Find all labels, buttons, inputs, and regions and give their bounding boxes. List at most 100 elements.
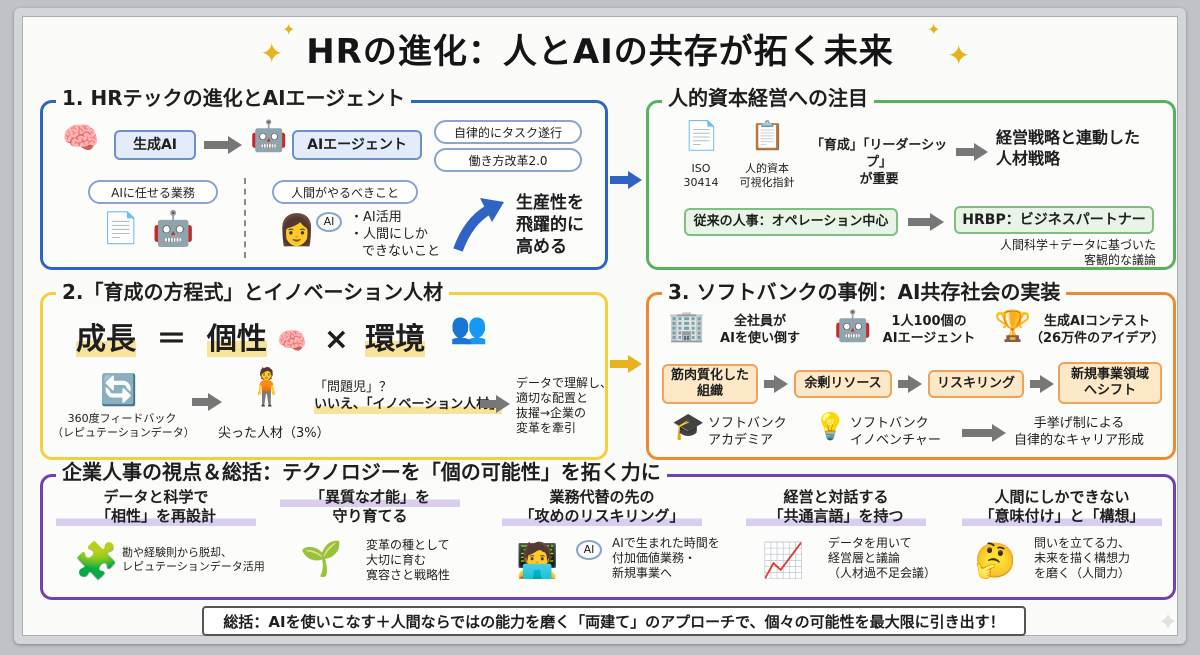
brain-icon: 🧠	[62, 121, 100, 156]
arrow	[898, 380, 910, 388]
arrow-head	[1040, 375, 1054, 393]
thinking-person-icon: 🤔	[974, 541, 1017, 581]
page-title: HRの進化：人とAIの共存が拓く未来	[306, 32, 894, 72]
data-placement-text: データで理解し、 適切な配置と 抜擢→企業の 変革を牽引	[516, 376, 613, 435]
sprout-icon: 🌱	[300, 539, 343, 579]
sharp-talent-label: 尖った人材（3%）	[218, 426, 330, 441]
col3-heading: 業務代替の先の 「攻めのリスキリング」	[502, 488, 702, 526]
arrow	[1030, 380, 1042, 388]
document-icon: 📄	[102, 211, 140, 246]
problem-child-text: 「問題児」？ いいえ、「イノベーション人材」	[314, 380, 503, 414]
summary-bar: 総括：AIを使いこなす＋人間ならではの能力を磨く「両建て」のアプローチで、個々の…	[202, 606, 1026, 636]
certificate-icon: 📋	[750, 119, 785, 152]
col2-desc: 変革の種として 大切に育む 寛容さと戦略性	[366, 538, 451, 582]
human-items: ・AI活用 ・人間にしか できないこと	[350, 210, 441, 259]
all-staff-text: 全社員が AIを使い倒す	[720, 314, 800, 346]
feedback-label: 360度フィードバック （レピュテーションデータ）	[52, 412, 195, 439]
brain-icon: 🧠	[277, 327, 308, 355]
robot-icon: 🤖	[152, 209, 195, 249]
guideline-label: 人的資本 可視化指針	[739, 162, 795, 189]
sparkle-icon: ✦	[282, 20, 296, 39]
col4-heading: 経営と対話する 「共通言語」を持つ	[746, 488, 926, 526]
new-business-box: 新規事業領域 へシフト	[1058, 362, 1162, 404]
presentation-chart-icon: 📈	[762, 541, 805, 581]
career-text: 手挙げ制による 自律的なキャリア形成	[1014, 416, 1145, 448]
puzzle-icon: 🧩	[74, 541, 119, 582]
reskilling-box: リスキリング	[928, 370, 1024, 398]
arrow-head	[208, 393, 222, 411]
keyword-text: 「育成」「リーダーシップ」 が重要	[810, 138, 948, 187]
sparkle-icon: ✦	[260, 37, 284, 70]
sparkle-icon: ✦	[1158, 608, 1179, 636]
section-hrtech-title: 1. HRテックの進化とAIエージェント	[56, 86, 412, 110]
graduation-cap-icon: 🎓	[672, 412, 705, 442]
col5-desc: 問いを立てる力、 未来を描く構想力 を磨く（人間力）	[1034, 536, 1131, 580]
surplus-box: 余剰リソース	[794, 370, 892, 398]
arrow-head	[774, 375, 788, 393]
ai-bubble: AI	[316, 212, 342, 232]
col1-heading: データと科学で 「相性」を再設計	[56, 488, 256, 526]
col3-desc: AIで生まれた時間を 付加価値業務・ 新規事業へ	[612, 536, 720, 580]
cycle-icon: 🔄	[100, 373, 138, 408]
divider	[244, 178, 246, 258]
person-icon: 👩	[278, 213, 316, 248]
arrow-head	[228, 136, 242, 154]
lightbulb-icon: 💡	[814, 412, 847, 442]
delegate-label: AIに任せる業務	[88, 180, 218, 204]
bubble-autonomous: 自律的にタスク遂行	[434, 120, 582, 144]
traditional-hr-box: 従来の人事：オペレーション中心	[684, 208, 898, 236]
col2-heading: 「異質な才能」を 守り育てる	[280, 488, 460, 526]
ai-bubble: AI	[576, 540, 602, 560]
person-spotlight-icon: 🧍	[244, 367, 289, 408]
arrow-head	[992, 424, 1006, 442]
innoventure-text: ソフトバンク イノベンチャー	[850, 416, 941, 448]
whiteboard: ✦ ✦ HRの進化：人とAIの共存が拓く未来 ✦ ✦ 1. HRテックの進化とA…	[14, 8, 1186, 644]
section-softbank-title: 3. ソフトバンクの事例：AI共存社会の実装	[662, 280, 1067, 304]
gen-ai-box: 生成AI	[114, 130, 196, 160]
human-label: 人間がやるべきこと	[272, 180, 418, 204]
col4-desc: データを用いて 経営層と議論 （人材過不足会議）	[828, 536, 937, 580]
arrow-head	[628, 171, 642, 189]
strategy-text: 経営戦略と連動した 人材戦略	[996, 128, 1141, 168]
arrow	[480, 400, 498, 408]
document-icon: 📄	[684, 119, 719, 152]
team-icon: 👥	[450, 311, 488, 346]
arrow-head	[496, 395, 510, 413]
arrow	[908, 218, 932, 226]
arrow	[192, 398, 210, 406]
arrow	[610, 360, 632, 368]
col5-heading: 人間にしかできない 「意味付け」と「構想」	[962, 488, 1162, 526]
arrow-head	[930, 213, 944, 231]
sparkle-icon: ✦	[947, 39, 971, 72]
muscle-org-box: 筋肉質化した 組織	[662, 364, 758, 404]
hrbp-desc: 人間科学＋データに基づいた 客観的な議論	[999, 238, 1156, 267]
arrow	[204, 141, 230, 149]
productivity-text: 生産性を 飛躍的に 高める	[516, 193, 584, 258]
arrow	[610, 176, 632, 184]
section-human-capital-title: 人的資本経営への注目	[662, 86, 874, 110]
arrow-head	[908, 375, 922, 393]
arrow-head	[628, 355, 642, 373]
robot-icon: 🤖	[834, 309, 872, 344]
academia-text: ソフトバンク アカデミア	[708, 416, 787, 448]
sparkle-icon: ✦	[927, 20, 941, 39]
section-perspective-title: 企業人事の視点＆総括：テクノロジーを「個の可能性」を拓く力に	[56, 460, 667, 484]
robot-icon: 🤖	[250, 119, 288, 154]
iso-label: ISO 30414	[683, 162, 719, 189]
section-human-capital	[646, 100, 1176, 270]
person-laptop-icon: 🧑‍💻	[516, 541, 559, 581]
section-perspective	[40, 474, 1176, 600]
arrow	[962, 429, 994, 437]
col1-desc: 勘や経験則から脱却、 レピュテーションデータ活用	[122, 546, 265, 573]
arrow	[956, 148, 976, 156]
arrow	[764, 380, 776, 388]
bubble-workstyle: 働き方改革2.0	[434, 148, 582, 172]
hrbp-box: HRBP：ビジネスパートナー	[954, 206, 1154, 234]
ai-agent-box: AIエージェント	[292, 130, 422, 160]
contest-text: 生成AIコンテスト （26万件のアイデア）	[1030, 314, 1165, 346]
upward-arrow-icon	[453, 198, 504, 252]
arrow-head	[974, 143, 988, 161]
agents-text: 1人100個の AIエージェント	[882, 314, 976, 346]
growth-equation: 成長 ＝ 個性 🧠 × 環境	[76, 322, 426, 357]
trophy-icon: 🏆	[994, 309, 1032, 344]
